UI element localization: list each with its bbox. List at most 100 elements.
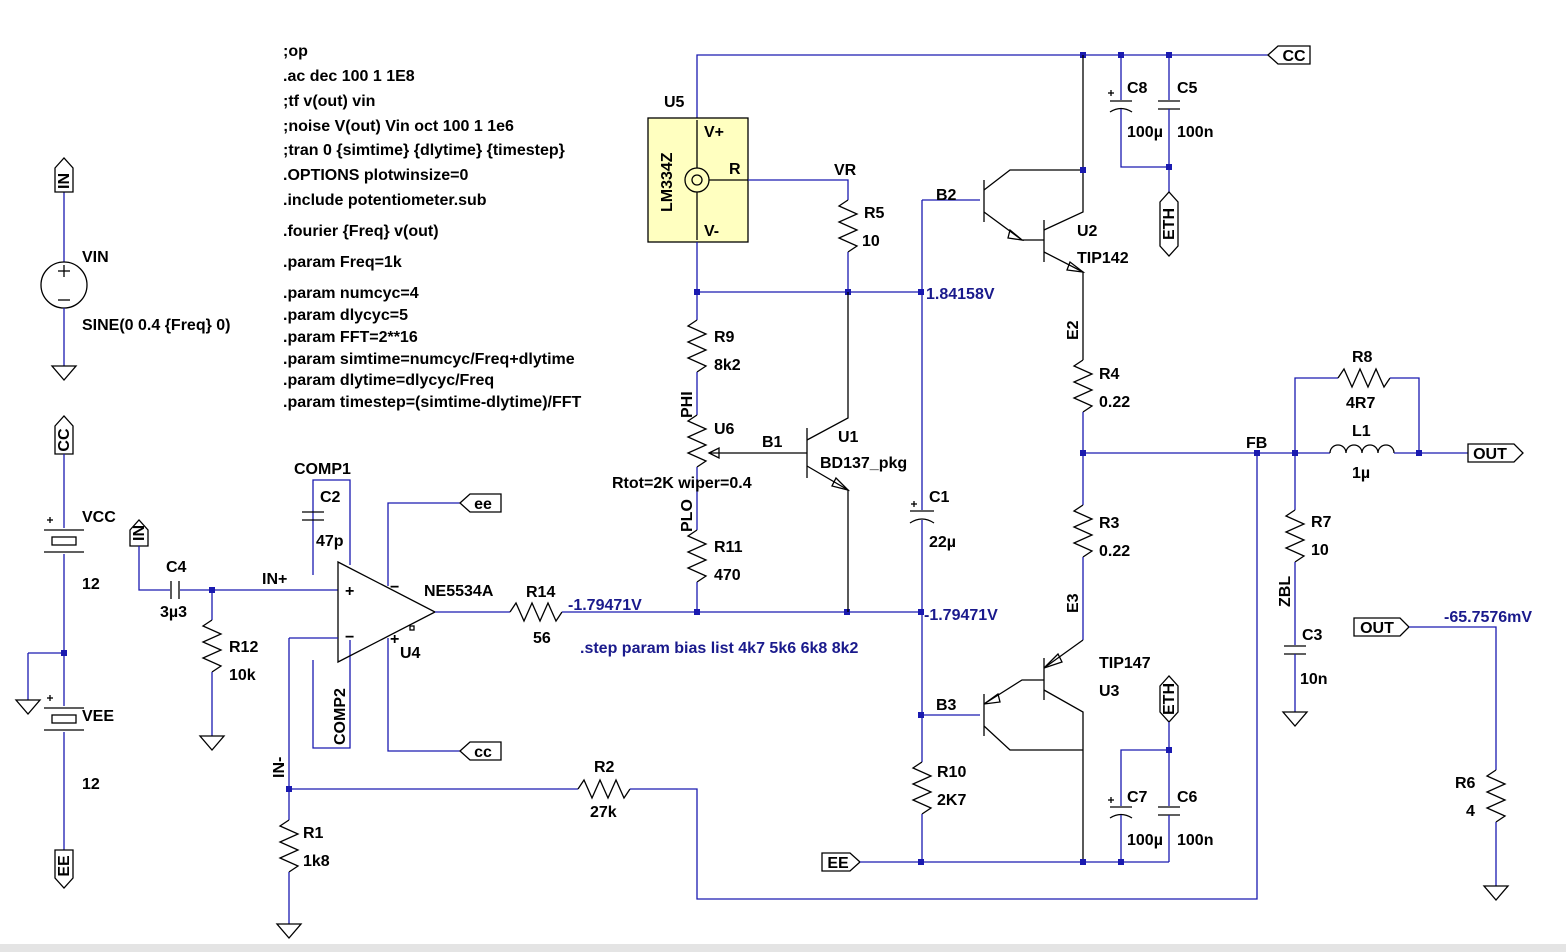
r12-value: 10k <box>229 667 256 684</box>
port-eth-top[interactable]: ETH <box>1159 191 1179 257</box>
current-source-u5[interactable]: V+ V- R LM334Z U5 <box>647 94 749 243</box>
net-in-plus: IN+ <box>262 571 287 588</box>
r10-value: 2K7 <box>937 792 966 809</box>
capacitor-c5[interactable]: C5 100n <box>1158 55 1213 192</box>
opamp-minus-sup: − <box>390 579 399 596</box>
u6-name: U6 <box>714 421 735 438</box>
c4-name: C4 <box>166 559 187 576</box>
resistor-r3[interactable]: R3 0.22 <box>1072 504 1130 640</box>
inductor-l1[interactable]: L1 1µ <box>1329 423 1468 482</box>
directive-line: .ac dec 100 1 1E8 <box>283 68 415 85</box>
port-ee-bottom[interactable]: EE <box>821 852 861 872</box>
u3-model: TIP147 <box>1099 655 1151 672</box>
r4-name: R4 <box>1099 366 1120 383</box>
c2-value: 47p <box>316 533 344 550</box>
net-fb: FB <box>1246 435 1267 452</box>
resistor-r8[interactable]: R8 4R7 <box>1294 349 1420 453</box>
port-out-right[interactable]: OUT <box>1467 443 1524 463</box>
transistor-u3[interactable]: B3 TIP147 U3 <box>922 639 1151 862</box>
capacitor-c4[interactable]: C4 3µ3 <box>138 546 338 621</box>
opamp-name: U4 <box>400 645 421 662</box>
vin-source[interactable]: VIN SINE(0 0.4 {Freq} 0) <box>40 192 231 381</box>
resistor-r14[interactable]: R14 56 <box>509 584 922 647</box>
port-in-top[interactable]: IN <box>54 157 74 193</box>
u5-model: LM334Z <box>659 152 676 212</box>
comp1-label: COMP1 <box>294 461 351 478</box>
port-cc-left[interactable]: CC <box>54 415 74 455</box>
r2-value: 27k <box>590 804 617 821</box>
r1-name: R1 <box>303 825 324 842</box>
net-phi: PHI <box>679 391 696 418</box>
capacitor-c1[interactable]: C1 22µ <box>909 200 956 762</box>
port-label: OUT <box>1360 620 1394 637</box>
resistor-r12[interactable]: R12 10k <box>198 590 258 751</box>
resistor-r2[interactable]: R2 27k <box>289 453 1258 900</box>
resistor-r6[interactable]: R6 4 <box>1409 626 1510 901</box>
transistor-u1[interactable]: U1 BD137_pkg <box>806 292 907 612</box>
r12-name: R12 <box>229 639 258 656</box>
resistor-r4[interactable]: R4 0.22 <box>1072 359 1130 505</box>
r7-name: R7 <box>1311 514 1332 531</box>
port-ee-opamp[interactable]: ee <box>459 493 502 513</box>
port-out-probe[interactable]: OUT <box>1353 617 1410 637</box>
c3-value: 10n <box>1300 671 1328 688</box>
r11-value: 470 <box>714 567 741 584</box>
r3-name: R3 <box>1099 515 1120 532</box>
resistor-r9[interactable]: R9 8k2 <box>686 292 741 415</box>
capacitor-c6[interactable]: C6 100n <box>1158 722 1213 862</box>
comp2-label: COMP2 <box>332 688 349 745</box>
c1-value: 22µ <box>929 534 956 551</box>
r2-name: R2 <box>594 759 615 776</box>
vee-source[interactable]: VEE 12 <box>44 695 114 850</box>
directive-line: ;noise V(out) Vin oct 100 1 1e6 <box>283 118 514 135</box>
step-directive[interactable]: .step param bias list 4k7 5k6 6k8 8k2 <box>580 640 859 657</box>
capacitor-c7[interactable]: C7 100µ <box>1108 749 1169 862</box>
u1-model: BD137_pkg <box>820 455 907 472</box>
capacitor-c3[interactable]: C3 10n <box>1281 627 1328 727</box>
resistor-r7[interactable]: R7 10 <box>1284 453 1332 645</box>
r8-name: R8 <box>1352 349 1373 366</box>
port-in-mid[interactable]: IN <box>129 519 149 547</box>
port-eth-bottom[interactable]: ETH <box>1159 675 1179 723</box>
directive-line: .fourier {Freq} v(out) <box>283 223 439 240</box>
r9-value: 8k2 <box>714 357 741 374</box>
vee-name: VEE <box>82 708 114 725</box>
u1-name: U1 <box>838 429 859 446</box>
r6-name: R6 <box>1455 775 1476 792</box>
directive-line: ;tran 0 {simtime} {dlytime} {timestep} <box>283 142 565 159</box>
resistor-r1[interactable]: R1 1k8 <box>275 819 330 939</box>
port-cc-opamp[interactable]: cc <box>459 741 502 761</box>
r3-value: 0.22 <box>1099 543 1130 560</box>
potentiometer-u6[interactable]: U6 Rtot=2K wiper=0.4 <box>612 414 807 530</box>
resistor-r11[interactable]: R11 470 <box>686 529 743 612</box>
ground-left <box>14 650 67 715</box>
resistor-r5[interactable]: R5 10 <box>837 199 885 292</box>
junction-dot <box>844 609 850 615</box>
cc-rail <box>696 54 1268 120</box>
opamp-u4[interactable]: + − − + NE5534A U4 <box>337 502 510 752</box>
resistor-r10[interactable]: R10 2K7 <box>911 761 966 862</box>
vin-name: VIN <box>82 249 109 266</box>
voltage-top: 1.84158V <box>926 286 995 303</box>
junction-dot <box>1118 859 1124 865</box>
junction-dot <box>1080 859 1086 865</box>
r4-value: 0.22 <box>1099 394 1130 411</box>
compensation-c2[interactable]: COMP1 C2 47p COMP2 <box>294 461 351 749</box>
r8-value: 4R7 <box>1346 395 1375 412</box>
transistor-u2[interactable]: B2 U2 TIP142 <box>922 55 1129 360</box>
directive-line: ;op <box>283 43 308 60</box>
port-label: IN <box>131 525 148 541</box>
port-cc-top[interactable]: CC <box>1267 45 1311 65</box>
capacitor-c8[interactable]: C8 100µ <box>1108 55 1169 168</box>
vcc-source[interactable]: VCC 12 <box>44 454 116 706</box>
voltage-bias-mid: -1.79471V <box>924 607 998 624</box>
net-plo: PLO <box>679 499 696 532</box>
net-b3: B3 <box>936 697 957 714</box>
c8-name: C8 <box>1127 80 1148 97</box>
spice-directives[interactable]: ;op .ac dec 100 1 1E8 ;tf v(out) vin ;no… <box>283 43 582 411</box>
port-ee-left[interactable]: EE <box>54 849 74 889</box>
directive-line: .param dlytime=dlycyc/Freq <box>283 372 494 389</box>
net-vr: VR <box>834 162 857 179</box>
c7-value: 100µ <box>1127 832 1163 849</box>
